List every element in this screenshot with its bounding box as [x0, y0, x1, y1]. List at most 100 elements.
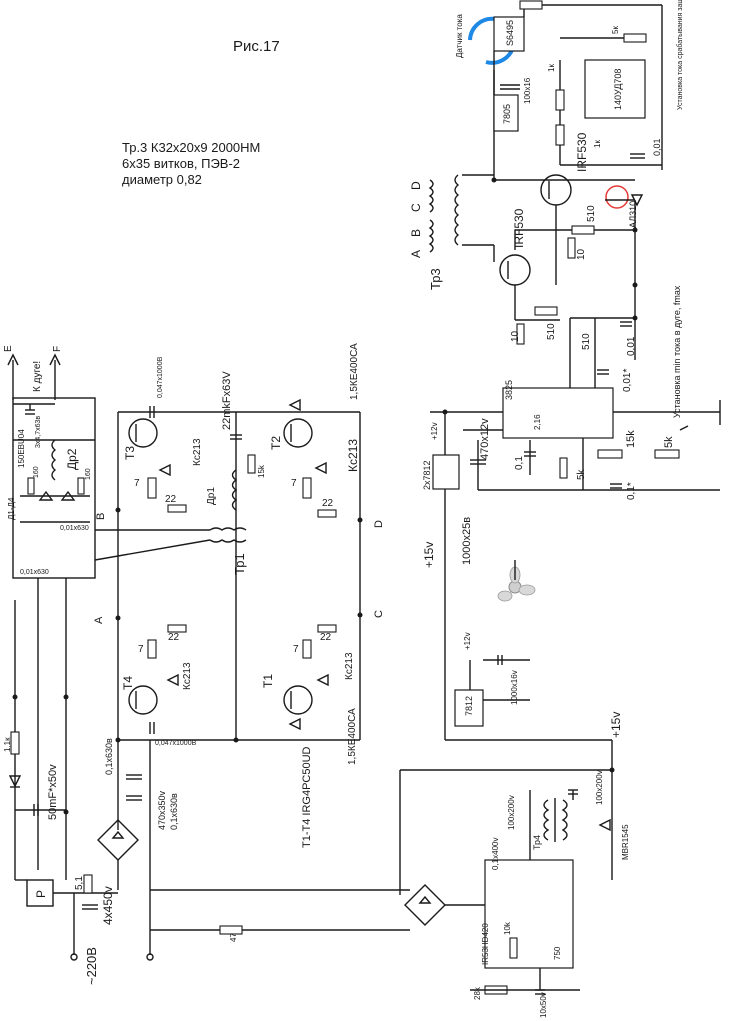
- label-opamp: 140УД708: [613, 69, 623, 110]
- label-cap-01-star: 0,1*: [626, 482, 637, 500]
- label-irf-top: IRF530: [575, 132, 589, 172]
- label-cap-50mf: 50mF*х50v: [47, 764, 59, 820]
- label-r22-d: 22: [320, 632, 332, 643]
- label-r-11k: 1,1к: [3, 737, 12, 752]
- label-d-d1d4: Д1-Д4: [7, 497, 16, 520]
- label-r7-b: 7: [291, 478, 297, 489]
- label-plus12v-b: +12v: [463, 632, 472, 650]
- label-current-sensor: Датчик тока: [455, 14, 464, 58]
- aux-psu-block: [399, 767, 615, 995]
- label-tr3: Тр3: [428, 268, 443, 290]
- label-ir53: IR53HD420: [481, 923, 490, 965]
- transformer-note-line-2: 6х35 витков, ПЭВ-2: [122, 156, 241, 171]
- label-cap-01x630b: 0,1х630в: [169, 793, 179, 830]
- label-p15v-a: +15v: [422, 542, 436, 568]
- driver-block: [428, 70, 644, 345]
- label-dr2: Др2: [65, 448, 79, 470]
- label-cap-001-mid: 0,01: [626, 336, 637, 356]
- label-r10-a: 10: [576, 248, 587, 260]
- label-cap-22mkf: 22mkFх63V: [221, 371, 233, 430]
- protection-block: [468, 0, 663, 170]
- regulator-block: [444, 560, 613, 770]
- label-snub-top: 0,047х1000В: [157, 356, 164, 398]
- label-r22-a: 22: [165, 494, 177, 505]
- label-tr3-pin-a: A: [409, 250, 423, 258]
- label-kc-b: Кс213: [346, 439, 360, 472]
- label-cap-750: 750: [553, 946, 562, 960]
- label-7805: 7805: [502, 104, 512, 124]
- label-min-current: Установка min тока в дуге, fmax: [672, 285, 682, 418]
- label-pt-a: A: [93, 616, 105, 624]
- label-p15v-b: +15v: [609, 712, 623, 738]
- label-tr1: Тр1: [232, 553, 247, 575]
- label-t1: Т1: [261, 674, 275, 688]
- label-sensor-part: S6495: [505, 20, 515, 46]
- label-out-f: F: [52, 346, 63, 352]
- figure-title: Рис.17: [233, 38, 280, 55]
- label-cap-001x630a: 0,01х630: [60, 525, 89, 532]
- label-led: АЛ310: [628, 201, 638, 228]
- label-7812: 7812: [464, 696, 474, 716]
- label-cap-001-star: 0,01*: [622, 369, 633, 392]
- label-cap-001-top: 0,01: [652, 138, 662, 156]
- label-r510-c: 510: [581, 333, 592, 350]
- label-r-15k-mid: 15k: [257, 464, 266, 478]
- label-igbt: Т1-Т4 IRG4PC50UD: [301, 746, 313, 848]
- label-2x7812: 2х7812: [422, 460, 432, 490]
- label-irf-bot: IRF530: [512, 208, 526, 248]
- label-tr3-pin-b: B: [409, 229, 423, 237]
- label-r-5k-top: 5к: [611, 26, 620, 34]
- label-snub-bot: 0,047х1000В: [155, 740, 197, 747]
- label-d-150: 150EBU04: [17, 429, 26, 468]
- label-r-1k-b: 1к: [593, 140, 602, 148]
- label-cap-100x200-a: 100х200v: [507, 795, 516, 830]
- label-relay: Р: [34, 890, 48, 898]
- label-bridge-cap: 0,1х630в: [104, 738, 114, 775]
- label-tr3-pin-d: D: [409, 181, 423, 190]
- controller-block: [430, 200, 721, 560]
- label-tr3-pin-c: C: [409, 203, 423, 212]
- label-cap-100x200-b: 100х200v: [595, 770, 604, 805]
- fan-icon: [497, 566, 536, 602]
- label-out-e: E: [3, 345, 14, 352]
- label-r7-c: 7: [138, 644, 144, 655]
- h-bridge-block: [94, 398, 363, 743]
- label-r-1k-a: 1к: [547, 64, 556, 72]
- label-ke-a: 1,5КЕ400СА: [349, 343, 360, 400]
- label-cap-1000x25: 1000х25в: [461, 517, 473, 565]
- label-ic3825: 3825: [504, 380, 514, 400]
- label-r-160a: 160: [33, 466, 40, 478]
- label-t3: Т3: [123, 446, 137, 460]
- label-r510-a: 510: [586, 205, 597, 222]
- label-r-51: 5,1: [74, 876, 85, 890]
- label-pt-d: D: [373, 520, 385, 528]
- label-tr4: Тр4: [532, 835, 542, 850]
- label-to-arc: К дуге!: [32, 361, 43, 392]
- label-kc-a: Кс213: [192, 438, 203, 466]
- label-r-28k: 28k: [473, 986, 482, 1000]
- label-r-47: 47: [229, 933, 238, 942]
- label-t4: Т4: [121, 676, 135, 690]
- label-r7-d: 7: [293, 644, 299, 655]
- label-dr1: Др1: [206, 487, 217, 505]
- label-plus12v-a: +12v: [430, 422, 439, 440]
- label-pt-b: B: [95, 513, 107, 520]
- label-kc-c: Кс213: [182, 662, 193, 690]
- transformer-note-line-3: диаметр 0,82: [122, 172, 202, 187]
- output-rectifier-block: [7, 353, 96, 907]
- label-r-15k: 15k: [625, 430, 637, 448]
- label-cap-470x350: 470х350v: [157, 790, 167, 830]
- label-r7-a: 7: [134, 478, 140, 489]
- label-cap-100x16: 100х16: [523, 77, 532, 104]
- label-cap-1000x16: 1000х16v: [510, 670, 519, 705]
- transformer-note-line-1: Тр.3 К32х20х9 2000НМ: [122, 140, 261, 155]
- label-ke-b: 1,5КЕ400СА: [347, 708, 358, 765]
- label-r22-c: 22: [168, 632, 180, 643]
- label-r-10k: 10k: [503, 921, 512, 935]
- mains-input-block: [70, 740, 410, 961]
- label-t2: Т2: [269, 436, 283, 450]
- label-cap-470x12: 470х12v: [479, 418, 491, 460]
- label-mains: ~220В: [84, 947, 99, 985]
- label-prot-set: Установка тока срабатывания защиты: [676, 0, 684, 110]
